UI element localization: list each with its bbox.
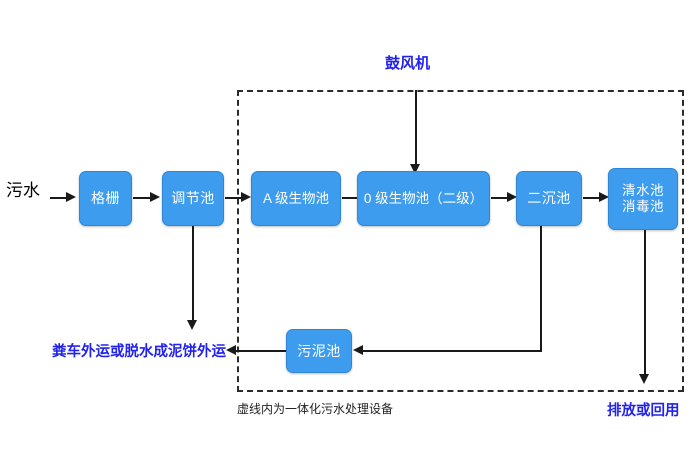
sludge-to-disposal-line bbox=[233, 350, 287, 352]
settler-to-clearwater-line bbox=[583, 197, 601, 199]
settler-return-horizontal-line bbox=[360, 350, 542, 352]
node-sludge-tank[interactable]: 污泥池 bbox=[286, 329, 352, 373]
influent-to-grate-arrow bbox=[66, 192, 76, 202]
grate-to-regulate-arrow bbox=[150, 192, 160, 202]
sludge-to-disposal-arrow bbox=[226, 345, 236, 355]
enclosure-caption: 虚线内为一体化污水处理设备 bbox=[237, 402, 394, 416]
bioo-to-settler-arrow bbox=[507, 192, 517, 202]
node-secondary-settler[interactable]: 二沉池 bbox=[516, 171, 582, 226]
effluent-label: 排放或回用 bbox=[607, 403, 680, 419]
bioa-to-bioo-line bbox=[342, 197, 360, 199]
node-clearwater-disinfection-tank[interactable]: 清水池 消毒池 bbox=[608, 168, 678, 230]
settler-return-vertical-line bbox=[540, 226, 542, 352]
effluent-drop-line bbox=[644, 230, 646, 378]
blower-connector-line bbox=[415, 90, 417, 170]
grate-to-regulate-line bbox=[133, 197, 151, 199]
sludge-disposal-label: 粪车外运或脱水成泥饼外运 bbox=[52, 344, 226, 360]
node-bio-tank-o[interactable]: 0 级生物池（二级） bbox=[357, 171, 490, 226]
node-regulating-tank[interactable]: 调节池 bbox=[162, 171, 224, 226]
regulate-to-bioa-arrow bbox=[241, 192, 251, 202]
integrated-equipment-boundary bbox=[237, 90, 684, 392]
node-bio-tank-a[interactable]: A 级生物池 bbox=[251, 171, 341, 226]
node-grate[interactable]: 格栅 bbox=[79, 171, 132, 226]
bioo-to-settler-line bbox=[491, 197, 509, 199]
settler-return-arrow bbox=[353, 345, 363, 355]
effluent-drop-arrow bbox=[639, 374, 649, 384]
regulate-sludge-drop-line bbox=[192, 226, 194, 324]
regulate-sludge-drop-arrow bbox=[187, 320, 197, 330]
regulate-to-bioa-line bbox=[225, 197, 243, 199]
influent-to-grate-line bbox=[50, 197, 67, 199]
influent-label: 污水 bbox=[6, 181, 40, 200]
blower-arrow-head bbox=[410, 164, 420, 174]
blower-label: 鼓风机 bbox=[385, 55, 431, 72]
settler-to-clearwater-arrow bbox=[599, 192, 609, 202]
